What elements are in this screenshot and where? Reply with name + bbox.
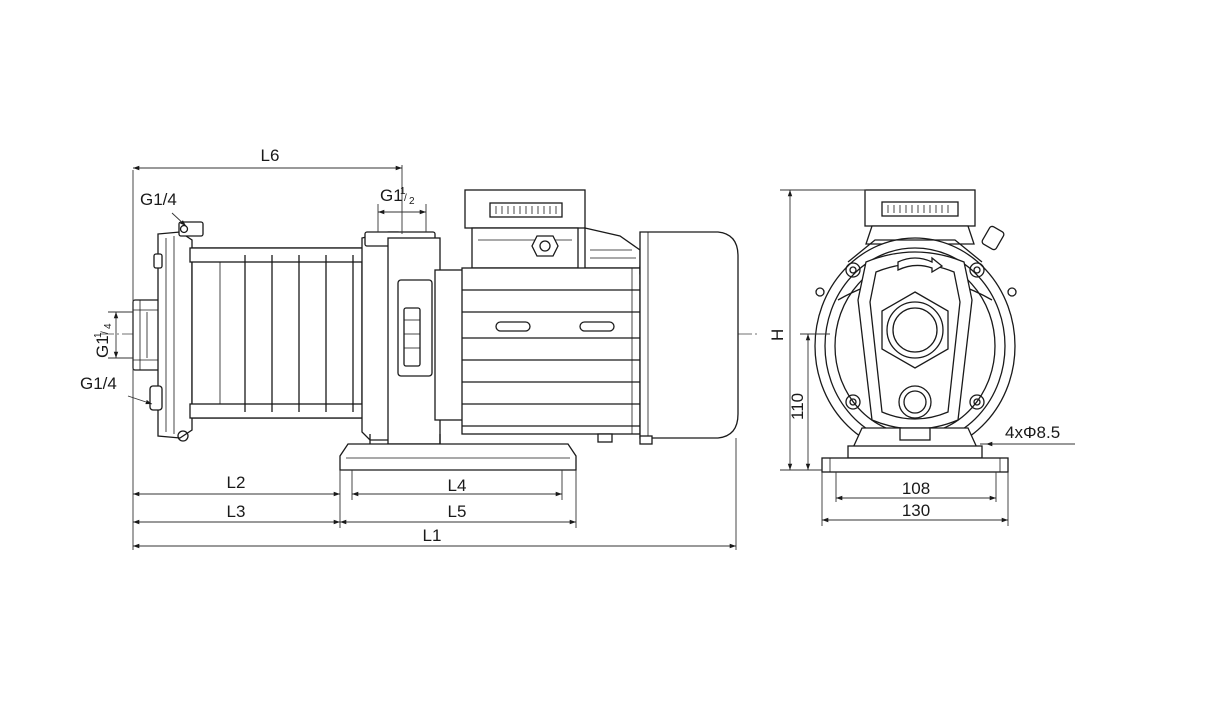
108-label: 108 xyxy=(902,479,930,498)
rotation-arrow-icon xyxy=(897,256,944,274)
110-label: 110 xyxy=(788,393,807,420)
motor-body xyxy=(461,263,655,443)
front-view: H 110 4xΦ8.5 108 130 xyxy=(768,189,1075,526)
svg-text:1: 1 xyxy=(93,332,104,338)
svg-text:/: / xyxy=(100,331,111,334)
holes-label: 4xΦ8.5 xyxy=(1005,423,1060,442)
g114-label: G1 1 / 4 xyxy=(93,323,114,358)
svg-text:1: 1 xyxy=(400,186,406,197)
130-label: 130 xyxy=(902,501,930,520)
l5-label: L5 xyxy=(448,502,467,521)
g112-label: G1 1 / 2 xyxy=(380,186,415,207)
front-extension-lines xyxy=(780,189,1075,526)
l4-label: L4 xyxy=(448,476,467,495)
l2-label: L2 xyxy=(227,473,246,492)
l1-label: L1 xyxy=(423,526,442,545)
l3-label: L3 xyxy=(227,502,246,521)
front-foot xyxy=(821,427,1009,473)
g14-bottom-label: G1/4 xyxy=(80,374,117,393)
fan-cover xyxy=(639,231,739,445)
end-cover xyxy=(149,221,204,442)
front-bolts xyxy=(815,262,1017,410)
discharge-housing xyxy=(361,231,466,445)
g14-top-label: G1/4 xyxy=(140,190,177,209)
side-dimension-lines xyxy=(113,165,736,549)
svg-text:2: 2 xyxy=(409,196,415,207)
stage-casing xyxy=(189,247,366,419)
front-dimension-lines xyxy=(787,190,1008,523)
l6-label: L6 xyxy=(261,146,280,165)
discharge-hex-nut xyxy=(881,291,949,369)
side-view: L6 G1/4 G1 1 / 2 G1 1 / 4 G1/4 L2 L4 L3 … xyxy=(80,146,760,550)
h-label: H xyxy=(768,329,787,341)
side-extension-lines xyxy=(108,165,737,550)
svg-text:/: / xyxy=(404,193,407,204)
svg-text:G1: G1 xyxy=(93,335,112,358)
terminal-box xyxy=(464,189,641,269)
svg-text:G1: G1 xyxy=(380,186,403,205)
svg-text:4: 4 xyxy=(103,323,114,329)
